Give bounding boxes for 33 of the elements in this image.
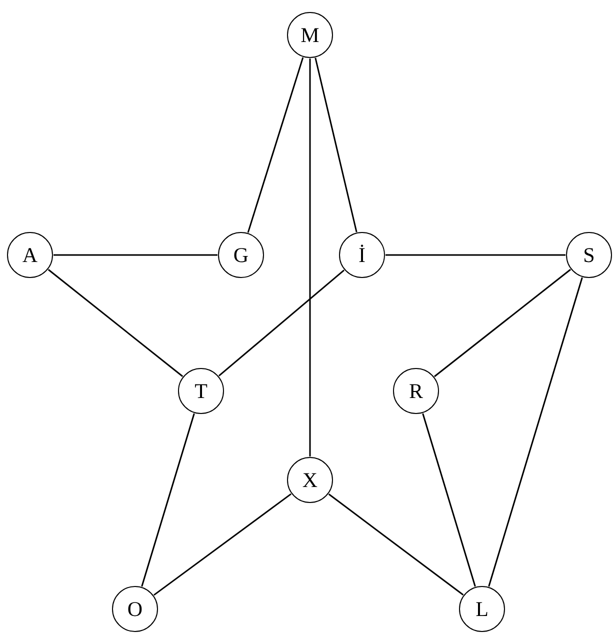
connector-line (218, 270, 345, 376)
node-label: R (408, 380, 423, 402)
node-label: O (127, 598, 143, 620)
connector-line (422, 413, 476, 587)
node-circle (339, 232, 385, 278)
connector-line (54, 254, 218, 256)
node-circle (566, 232, 612, 278)
node-label: S (583, 244, 595, 266)
node-circle (459, 586, 505, 632)
node-circle (112, 586, 158, 632)
node-circle (287, 457, 333, 503)
node-label: X (302, 470, 318, 490)
node-circle (7, 232, 53, 278)
node-circle (287, 12, 333, 58)
connector-line (328, 494, 464, 596)
node-circle (393, 368, 439, 414)
connector-line (488, 277, 583, 587)
connector-line (48, 269, 184, 377)
connector-line (386, 254, 566, 256)
node-circle (178, 368, 224, 414)
node-circle (218, 232, 264, 278)
connector-line (434, 268, 571, 378)
connector-line (247, 57, 304, 233)
node-label: A (22, 244, 38, 266)
node-label: L (476, 598, 488, 620)
node-label: M (300, 24, 320, 46)
connector-line (153, 493, 292, 596)
node-label: T (194, 380, 208, 402)
node-label: G (233, 244, 249, 266)
connector-line (141, 413, 195, 587)
node-label: İ (358, 244, 366, 266)
connector-line (309, 58, 311, 456)
connector-line (314, 58, 358, 232)
